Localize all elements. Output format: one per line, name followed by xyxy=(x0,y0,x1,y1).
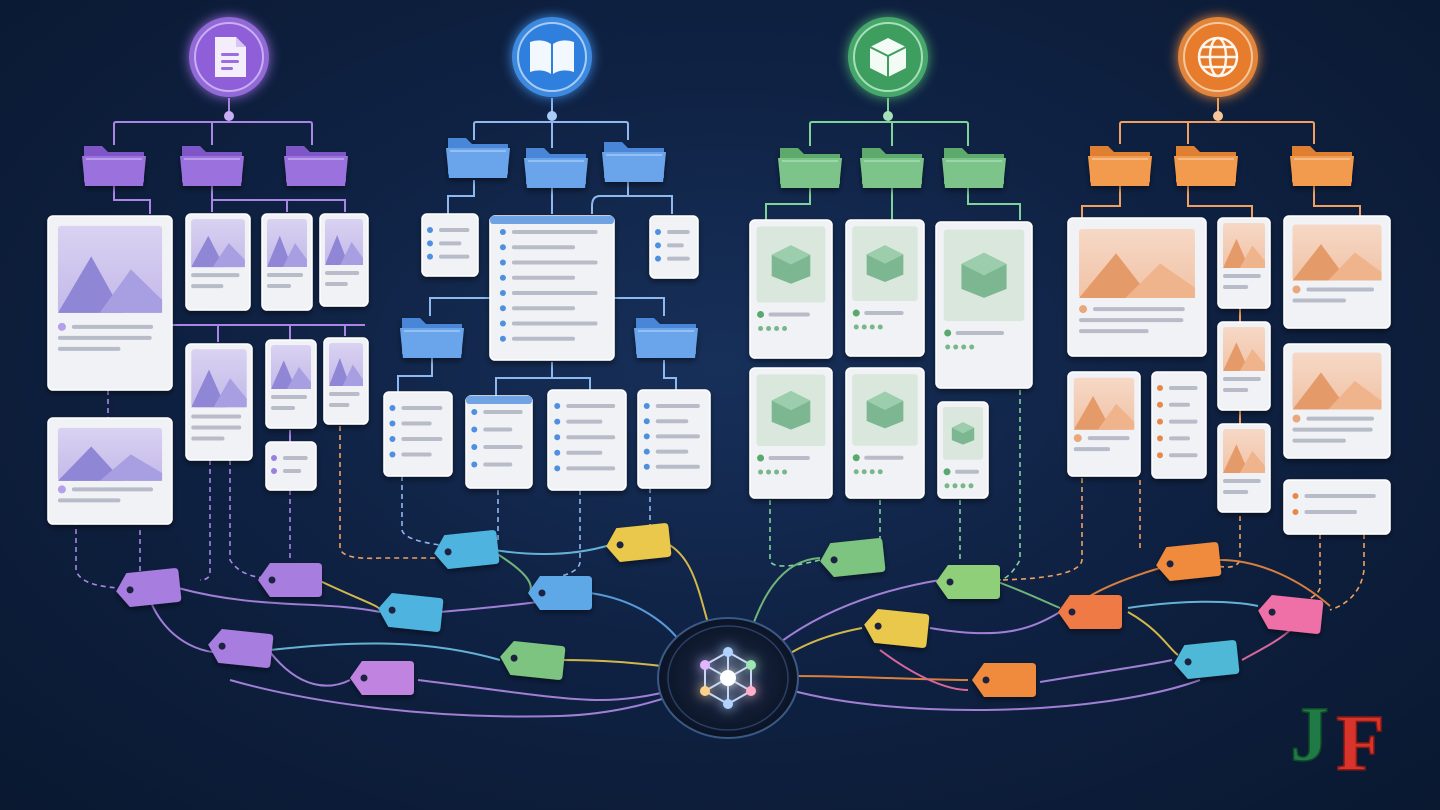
document-card[interactable] xyxy=(649,215,699,279)
folder-group xyxy=(82,138,1354,358)
document-card[interactable] xyxy=(637,389,711,489)
central-hub[interactable] xyxy=(657,617,799,739)
document-card[interactable] xyxy=(265,441,317,491)
globe-icon xyxy=(1197,36,1239,78)
media-card[interactable] xyxy=(1217,423,1271,513)
root-node-3d-objects[interactable] xyxy=(848,17,928,121)
document-icon xyxy=(215,37,246,77)
label-tag[interactable] xyxy=(1172,640,1240,681)
folder-icon[interactable] xyxy=(778,148,842,188)
label-tag[interactable] xyxy=(862,608,930,649)
media-card[interactable] xyxy=(323,337,369,425)
book-icon xyxy=(530,40,574,74)
folder-icon[interactable] xyxy=(446,138,510,178)
folder-icon[interactable] xyxy=(400,318,464,358)
media-card[interactable] xyxy=(185,213,251,311)
document-card[interactable] xyxy=(383,391,453,477)
tag-connection-curves xyxy=(149,542,1331,718)
label-tag[interactable] xyxy=(972,663,1036,697)
media-card[interactable] xyxy=(265,339,317,429)
media-card[interactable] xyxy=(1283,215,1391,329)
document-card[interactable] xyxy=(547,389,627,491)
label-tag[interactable] xyxy=(258,563,322,597)
media-card[interactable] xyxy=(845,367,925,499)
media-card[interactable] xyxy=(1283,343,1391,459)
network-graph-icon xyxy=(700,647,756,709)
jf-logo: J F xyxy=(1289,689,1385,789)
folder-icon[interactable] xyxy=(1290,146,1354,186)
label-tag[interactable] xyxy=(936,565,1000,599)
document-card[interactable] xyxy=(465,395,533,489)
document-card[interactable] xyxy=(421,213,479,277)
folder-icon[interactable] xyxy=(860,148,924,188)
logo-letter-j: J xyxy=(1290,690,1329,777)
tree-connector-lines xyxy=(113,98,1361,442)
label-tag[interactable] xyxy=(1058,595,1122,629)
document-card[interactable] xyxy=(1283,479,1391,535)
label-tag[interactable] xyxy=(604,523,672,564)
folder-icon[interactable] xyxy=(1174,146,1238,186)
media-card[interactable] xyxy=(1217,217,1271,309)
media-card[interactable] xyxy=(1067,371,1141,477)
label-tag[interactable] xyxy=(1154,542,1222,583)
folder-icon[interactable] xyxy=(284,146,348,186)
root-node-documents[interactable] xyxy=(189,17,269,121)
folder-icon[interactable] xyxy=(942,148,1006,188)
document-card[interactable] xyxy=(1151,371,1207,479)
media-card[interactable] xyxy=(261,213,313,311)
root-node-web[interactable] xyxy=(1178,17,1258,121)
media-card[interactable] xyxy=(937,401,989,499)
label-tag[interactable] xyxy=(376,592,444,633)
folder-icon[interactable] xyxy=(524,148,588,188)
media-card[interactable] xyxy=(1067,217,1207,357)
label-tag[interactable] xyxy=(1256,594,1324,635)
card-group xyxy=(47,213,1391,535)
media-card[interactable] xyxy=(749,219,833,359)
label-tag[interactable] xyxy=(350,661,414,695)
media-card[interactable] xyxy=(47,215,173,391)
label-tag[interactable] xyxy=(432,530,500,571)
document-card[interactable] xyxy=(489,215,615,361)
folder-icon[interactable] xyxy=(634,318,698,358)
folder-icon[interactable] xyxy=(1088,146,1152,186)
media-card[interactable] xyxy=(319,213,369,307)
tag-group xyxy=(114,523,1324,697)
label-tag[interactable] xyxy=(498,640,566,681)
logo-letter-f: F xyxy=(1336,700,1385,788)
label-tag[interactable] xyxy=(528,576,592,610)
media-card[interactable] xyxy=(185,343,253,461)
media-card[interactable] xyxy=(935,221,1033,389)
media-card[interactable] xyxy=(47,417,173,525)
folder-icon[interactable] xyxy=(180,146,244,186)
label-tag[interactable] xyxy=(114,568,182,609)
media-card[interactable] xyxy=(749,367,833,499)
root-node-books[interactable] xyxy=(512,17,592,121)
label-tag[interactable] xyxy=(818,538,886,579)
cube-icon xyxy=(869,38,907,77)
folder-icon[interactable] xyxy=(602,142,666,182)
media-card[interactable] xyxy=(1217,321,1271,411)
label-tag[interactable] xyxy=(206,628,274,669)
media-card[interactable] xyxy=(845,219,925,357)
folder-icon[interactable] xyxy=(82,146,146,186)
